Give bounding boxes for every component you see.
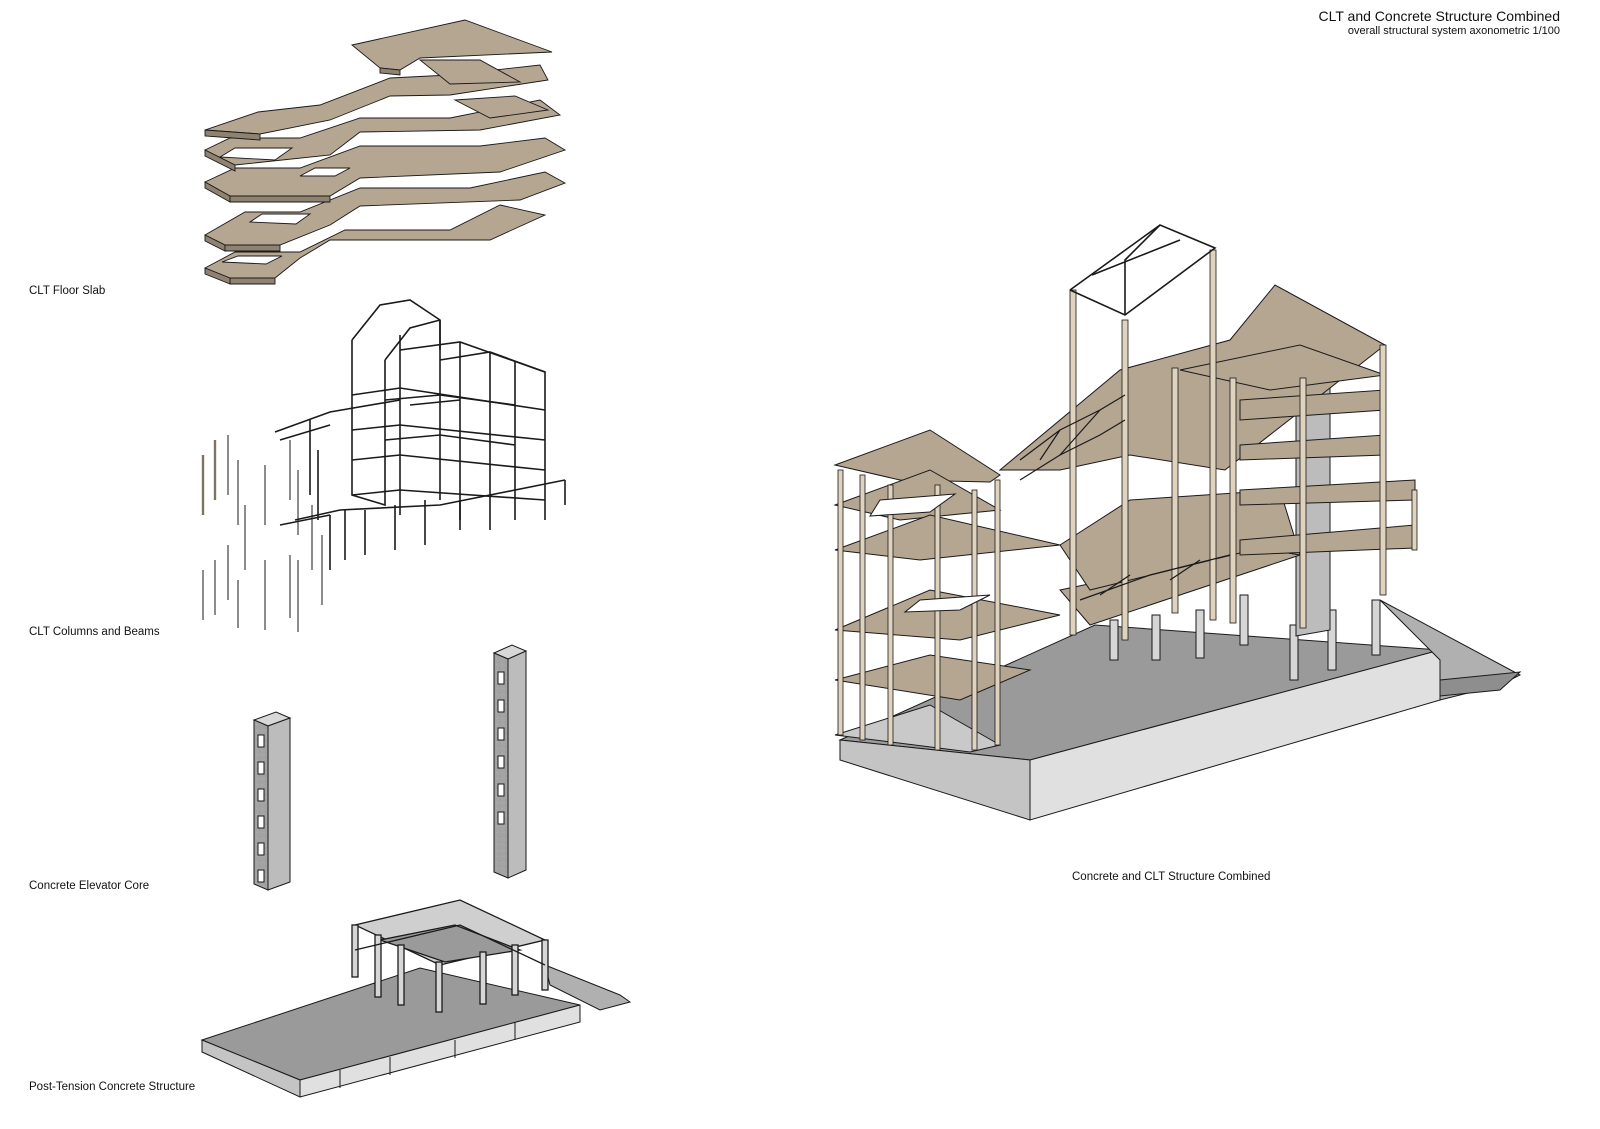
label-concrete-elevator-core: Concrete Elevator Core	[29, 880, 149, 892]
loose-columns	[201, 435, 323, 632]
sheet-subtitle: overall structural system axonometric 1/…	[1347, 25, 1560, 37]
combined-left-wing	[833, 429, 1061, 753]
label-clt-floor-slab: CLT Floor Slab	[29, 285, 105, 297]
concrete-frame	[351, 899, 549, 1013]
basement-openings	[339, 1022, 516, 1088]
combined-structure	[833, 224, 1522, 821]
clt-columns-and-beams	[201, 299, 566, 632]
clt-slab-level-3	[204, 137, 567, 203]
combined-tower-columns	[1069, 249, 1418, 641]
sheet-title-block: CLT and Concrete Structure Combined over…	[1319, 8, 1561, 37]
combined-main-tower	[998, 224, 1418, 641]
combined-left-columns	[837, 469, 1001, 751]
concrete-elevator-core-left	[252, 711, 292, 891]
label-post-tension-concrete: Post-Tension Concrete Structure	[29, 1081, 195, 1093]
clt-slab-level-6	[350, 19, 553, 119]
clt-slab-level-4	[203, 99, 562, 172]
combined-roof-frame	[1069, 224, 1217, 316]
combined-trusses	[1019, 394, 1231, 601]
main-frame	[274, 299, 566, 570]
post-tension-concrete-structure	[200, 899, 632, 1098]
clt-slab-level-2	[204, 171, 567, 252]
label-clt-columns-beams: CLT Columns and Beams	[29, 626, 160, 638]
combined-concrete-columns	[1109, 594, 1381, 681]
sheet-title: CLT and Concrete Structure Combined	[1318, 8, 1561, 24]
label-combined-structure: Concrete and CLT Structure Combined	[1072, 871, 1270, 883]
concrete-elevator-core-right	[492, 644, 528, 879]
clt-floor-slab-stack	[203, 19, 567, 285]
clt-slab-level-1	[203, 204, 547, 285]
